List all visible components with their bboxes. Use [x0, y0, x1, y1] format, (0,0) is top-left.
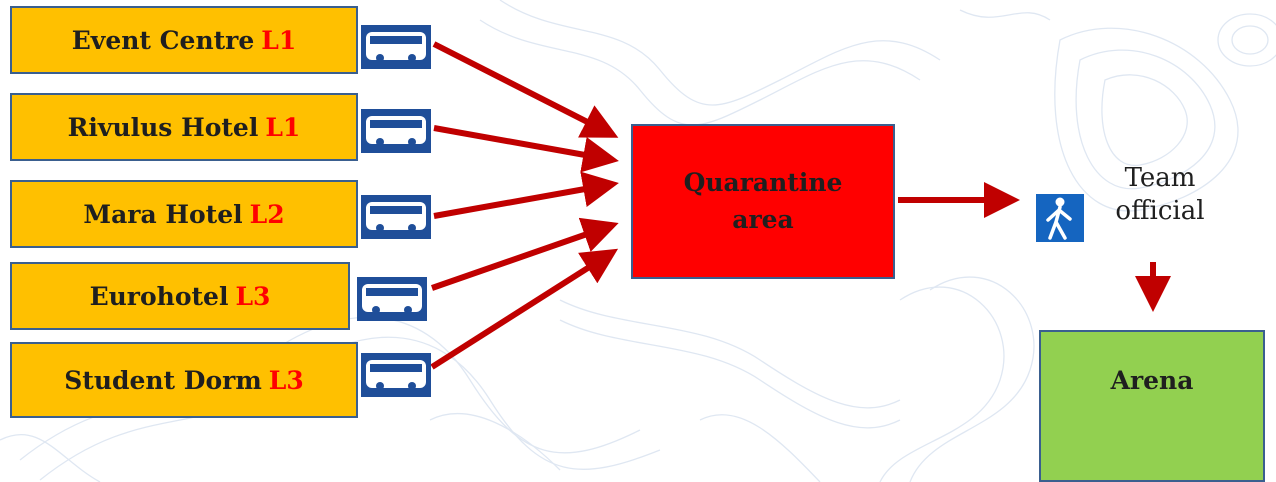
source-name-4: Eurohotel — [89, 281, 229, 311]
source-level-4: L3 — [235, 281, 271, 311]
quarantine-label-line1: Quarantine — [683, 168, 843, 198]
team-official-line2: official — [1115, 195, 1205, 226]
source-name-3: Mara Hotel — [83, 199, 243, 229]
team-official-line1: Team — [1124, 163, 1196, 193]
source-level-1: L1 — [261, 25, 297, 55]
arena-label: Arena — [1110, 366, 1194, 395]
team-official-label: Team official — [1090, 162, 1230, 227]
arena-box: Arena — [1039, 330, 1265, 482]
arrow-source-5 — [430, 248, 619, 370]
source-name-1: Event Centre — [71, 25, 255, 55]
arrow-source-4 — [431, 217, 619, 291]
source-name-5: Student Dorm — [64, 365, 262, 395]
bus-icon — [361, 195, 431, 239]
source-level-2: L1 — [265, 112, 301, 142]
arrow-source-3 — [433, 171, 619, 219]
bus-icon — [361, 25, 431, 69]
source-level-3: L2 — [249, 199, 285, 229]
source-name-2: Rivulus Hotel — [67, 112, 259, 142]
walking-person-icon — [1036, 194, 1084, 242]
bus-icon — [361, 109, 431, 153]
arrow-source-1 — [432, 41, 619, 138]
bus-icon — [361, 353, 431, 397]
quarantine-label-line2: area — [732, 204, 794, 234]
bus-icon — [357, 277, 427, 321]
quarantine-box: Quarantine area — [631, 124, 895, 279]
source-level-5: L3 — [268, 365, 304, 395]
arrow-source-2 — [433, 125, 619, 173]
